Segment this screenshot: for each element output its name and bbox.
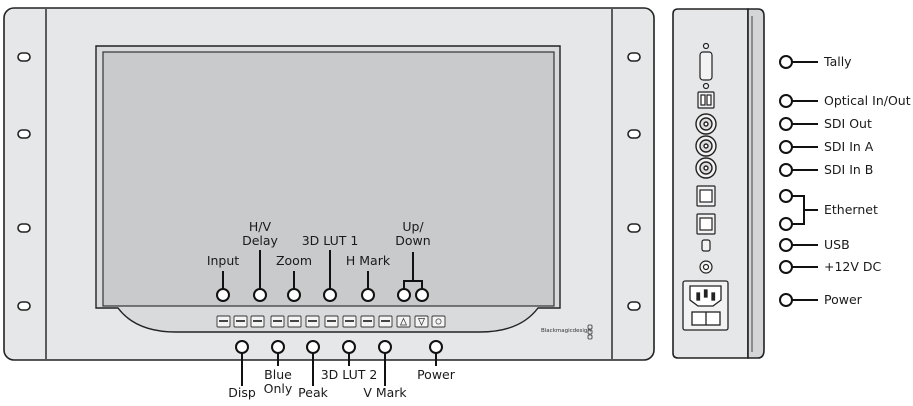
rack-hole — [17, 52, 31, 62]
label-usb: USB — [824, 237, 850, 252]
label-optical: Optical In/Out — [824, 93, 911, 108]
label-dc: +12V DC — [824, 259, 882, 274]
label-hv-delay-line1: H/V — [248, 219, 272, 234]
ethernet-callout-1 — [779, 189, 793, 203]
disp-callout — [235, 340, 249, 354]
rack-hole — [17, 301, 31, 311]
up-callout — [397, 288, 411, 302]
sdi-out-connector — [695, 113, 717, 135]
power-button — [431, 315, 446, 328]
label-tally: Tally — [824, 54, 852, 69]
sdi-in-a-connector — [695, 135, 717, 157]
side-callouts — [779, 55, 818, 307]
usb-port — [701, 239, 711, 252]
input-callout — [216, 288, 230, 302]
ethernet-callout-2 — [779, 217, 793, 231]
label-blue-only-line2: Only — [263, 381, 293, 396]
tally-port — [699, 42, 713, 90]
label-zoom: Zoom — [275, 253, 313, 268]
label-up-down-line2: Down — [395, 233, 431, 248]
label-sdi-out: SDI Out — [824, 116, 872, 131]
lut1-callout — [323, 288, 337, 302]
side-panel — [672, 8, 765, 359]
brand-text: Blackmagicdesign — [541, 328, 591, 334]
hmark-callout — [361, 288, 375, 302]
power-icon — [435, 318, 442, 325]
label-3d-lut-1: 3D LUT 1 — [301, 233, 359, 248]
label-disp: Disp — [228, 385, 256, 400]
rack-hole — [627, 129, 641, 139]
blue-only-callout — [271, 340, 285, 354]
label-power-side: Power — [824, 292, 862, 307]
front-panel — [3, 7, 655, 361]
power-front-callout — [429, 340, 443, 354]
rack-hole — [17, 129, 31, 139]
front-bottom-callouts — [235, 340, 443, 386]
label-sdi-in-b: SDI In B — [824, 162, 874, 177]
label-h-mark: H Mark — [345, 253, 391, 268]
screen — [102, 51, 555, 307]
ethernet-port-2 — [696, 213, 716, 235]
label-peak: Peak — [298, 385, 328, 400]
rack-hole — [627, 52, 641, 62]
tally-callout — [779, 55, 793, 69]
label-sdi-in-a: SDI In A — [824, 139, 874, 154]
label-up-down-line1: Up/ — [402, 219, 424, 234]
rack-hole — [627, 223, 641, 233]
sdi-out-callout — [779, 117, 793, 131]
lut2-callout — [342, 340, 356, 354]
ethernet-port-1 — [696, 185, 716, 207]
usb-callout — [779, 238, 793, 252]
rack-hole — [627, 301, 641, 311]
label-input: Input — [206, 253, 240, 268]
label-ethernet: Ethernet — [824, 202, 878, 217]
sdi-in-b-callout — [779, 163, 793, 177]
power-side-callout — [779, 293, 793, 307]
up-button — [396, 315, 411, 328]
peak-callout — [306, 340, 320, 354]
dc-port — [699, 260, 713, 274]
optical-callout — [779, 94, 793, 108]
zoom-callout — [287, 288, 301, 302]
front-button-row — [216, 315, 446, 328]
up-triangle-icon — [399, 317, 408, 326]
dc-callout — [779, 260, 793, 274]
brand-logo — [587, 324, 593, 340]
down-triangle-icon — [417, 318, 426, 326]
down-callout — [415, 288, 429, 302]
hv-delay-callout — [253, 288, 267, 302]
sdi-in-a-callout — [779, 140, 793, 154]
power-inlet — [682, 280, 729, 331]
optical-port — [697, 91, 715, 109]
sdi-in-b-connector — [695, 157, 717, 179]
vmark-callout — [378, 340, 392, 354]
label-hv-delay-line2: Delay — [242, 233, 278, 248]
rack-hole — [17, 223, 31, 233]
label-blue-only-line1: Blue — [264, 367, 292, 382]
label-3d-lut-2: 3D LUT 2 — [320, 367, 378, 382]
label-v-mark: V Mark — [363, 385, 407, 400]
label-power-front: Power — [417, 367, 455, 382]
front-top-callouts — [216, 250, 429, 302]
